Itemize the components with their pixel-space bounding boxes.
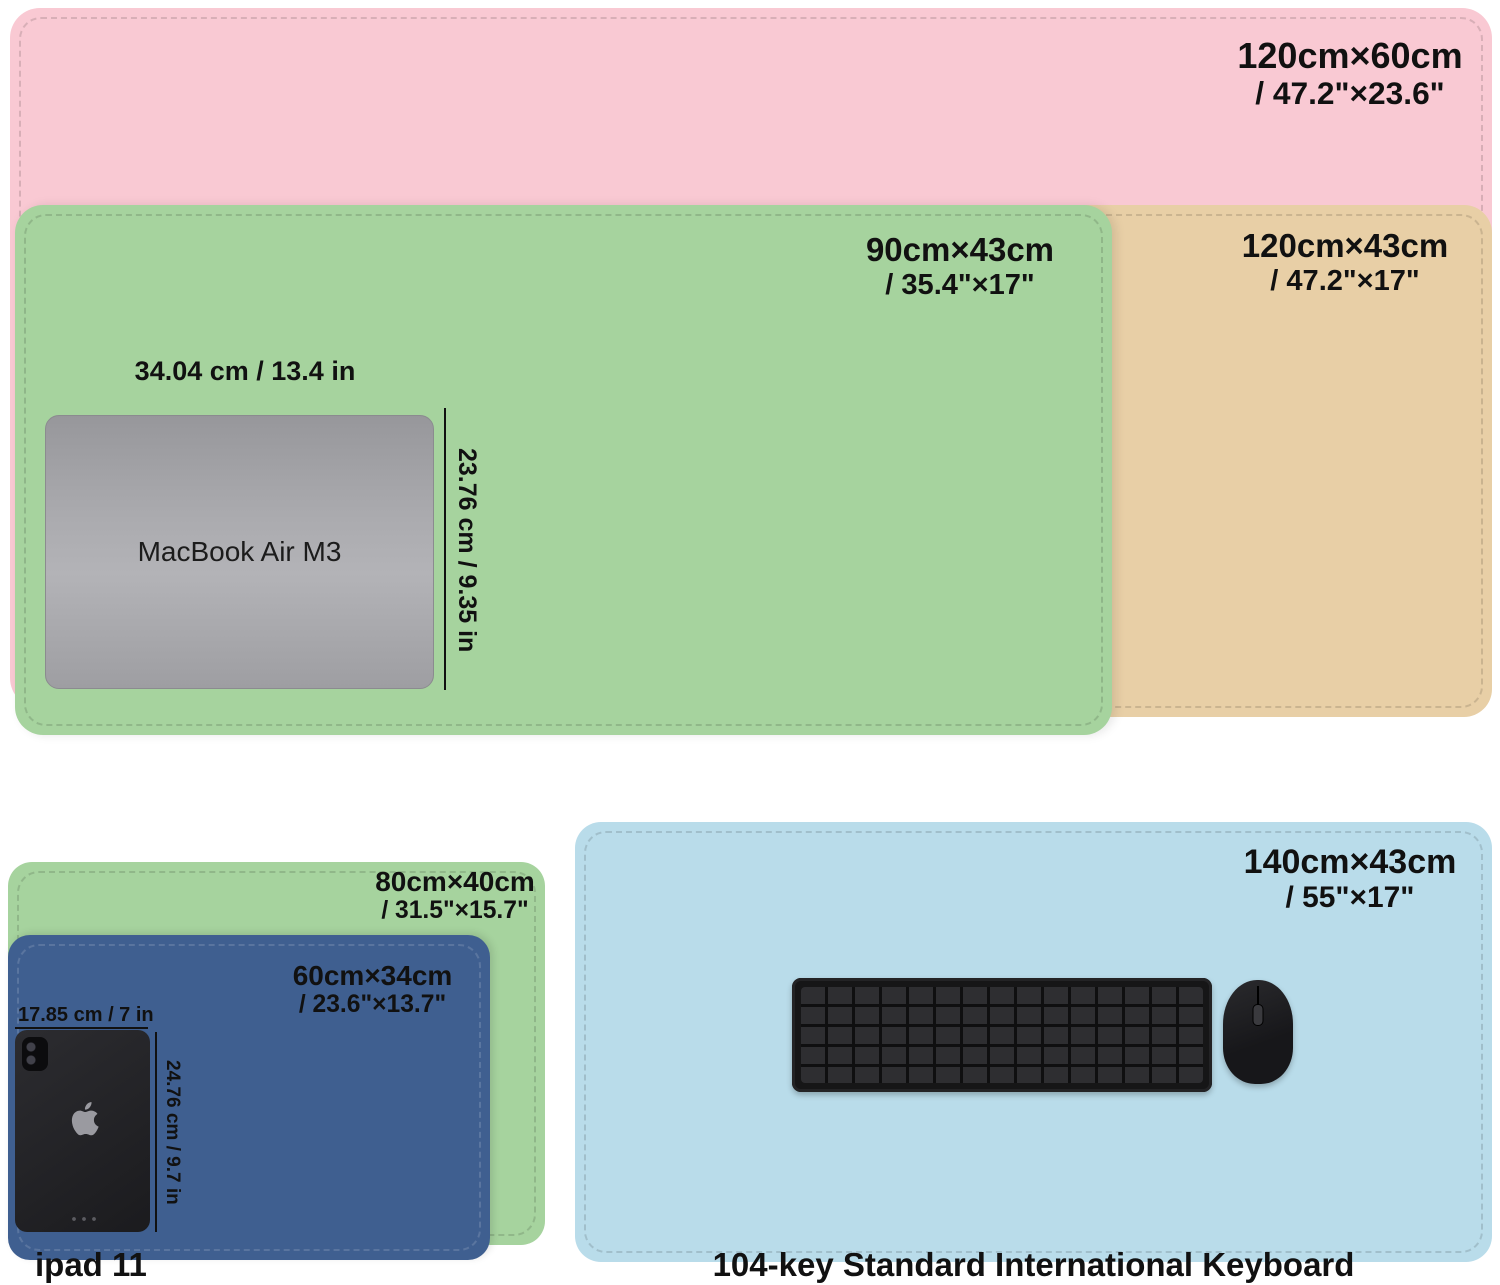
ipad-illustration [15, 1030, 150, 1232]
mouse-illustration [1223, 980, 1293, 1084]
size-label-cm: 140cm×43cm [1243, 843, 1457, 881]
keyboard-caption: 104-key Standard International Keyboard [712, 1246, 1355, 1283]
keyboard-illustration [792, 978, 1212, 1092]
size-label-in: / 55"×17" [1285, 881, 1415, 915]
size-label-80x40: 80cm×40cm / 31.5"×15.7" [330, 866, 580, 925]
macbook-height-label: 23.76 cm / 9.35 in [453, 447, 481, 653]
ipad-speaker-dots [68, 1216, 97, 1222]
size-label-120x60: 120cm×60cm / 47.2"×23.6" [1205, 35, 1495, 112]
size-label-cm: 60cm×34cm [292, 960, 453, 991]
size-label-in: / 47.2"×17" [1270, 264, 1420, 297]
size-label-120x43: 120cm×43cm / 47.2"×17" [1200, 227, 1490, 297]
ipad-caption: ipad 11 [35, 1246, 147, 1283]
keyboard-keys [801, 987, 1203, 1083]
size-label-90x43: 90cm×43cm / 35.4"×17" [815, 231, 1105, 301]
size-label-in: / 35.4"×17" [885, 268, 1035, 301]
size-label-140x43: 140cm×43cm / 55"×17" [1205, 843, 1495, 915]
apple-logo-icon [66, 1099, 100, 1139]
macbook-illustration: MacBook Air M3 [45, 415, 434, 689]
size-label-cm: 90cm×43cm [865, 231, 1055, 268]
size-label-in: / 47.2"×23.6" [1255, 75, 1445, 112]
size-label-cm: 120cm×43cm [1241, 227, 1449, 264]
size-label-60x34: 60cm×34cm / 23.6"×13.7" [250, 960, 495, 1019]
ipad-height-label: 24.76 cm / 9.7 in [162, 1059, 183, 1205]
size-label-cm: 120cm×60cm [1237, 35, 1463, 76]
macbook-label: MacBook Air M3 [137, 536, 342, 567]
macbook-height-measure-line [444, 408, 446, 690]
macbook-width-label: 34.04 cm / 13.4 in [134, 356, 356, 386]
size-label-cm: 80cm×40cm [375, 866, 535, 897]
ipad-height-measure-line [155, 1032, 157, 1232]
ipad-width-measure-line [15, 1027, 148, 1029]
size-label-in: / 31.5"×15.7" [381, 897, 529, 925]
ipad-camera-module [22, 1037, 48, 1071]
size-label-in: / 23.6"×13.7" [298, 991, 447, 1019]
ipad-width-label: 17.85 cm / 7 in [18, 1004, 154, 1026]
